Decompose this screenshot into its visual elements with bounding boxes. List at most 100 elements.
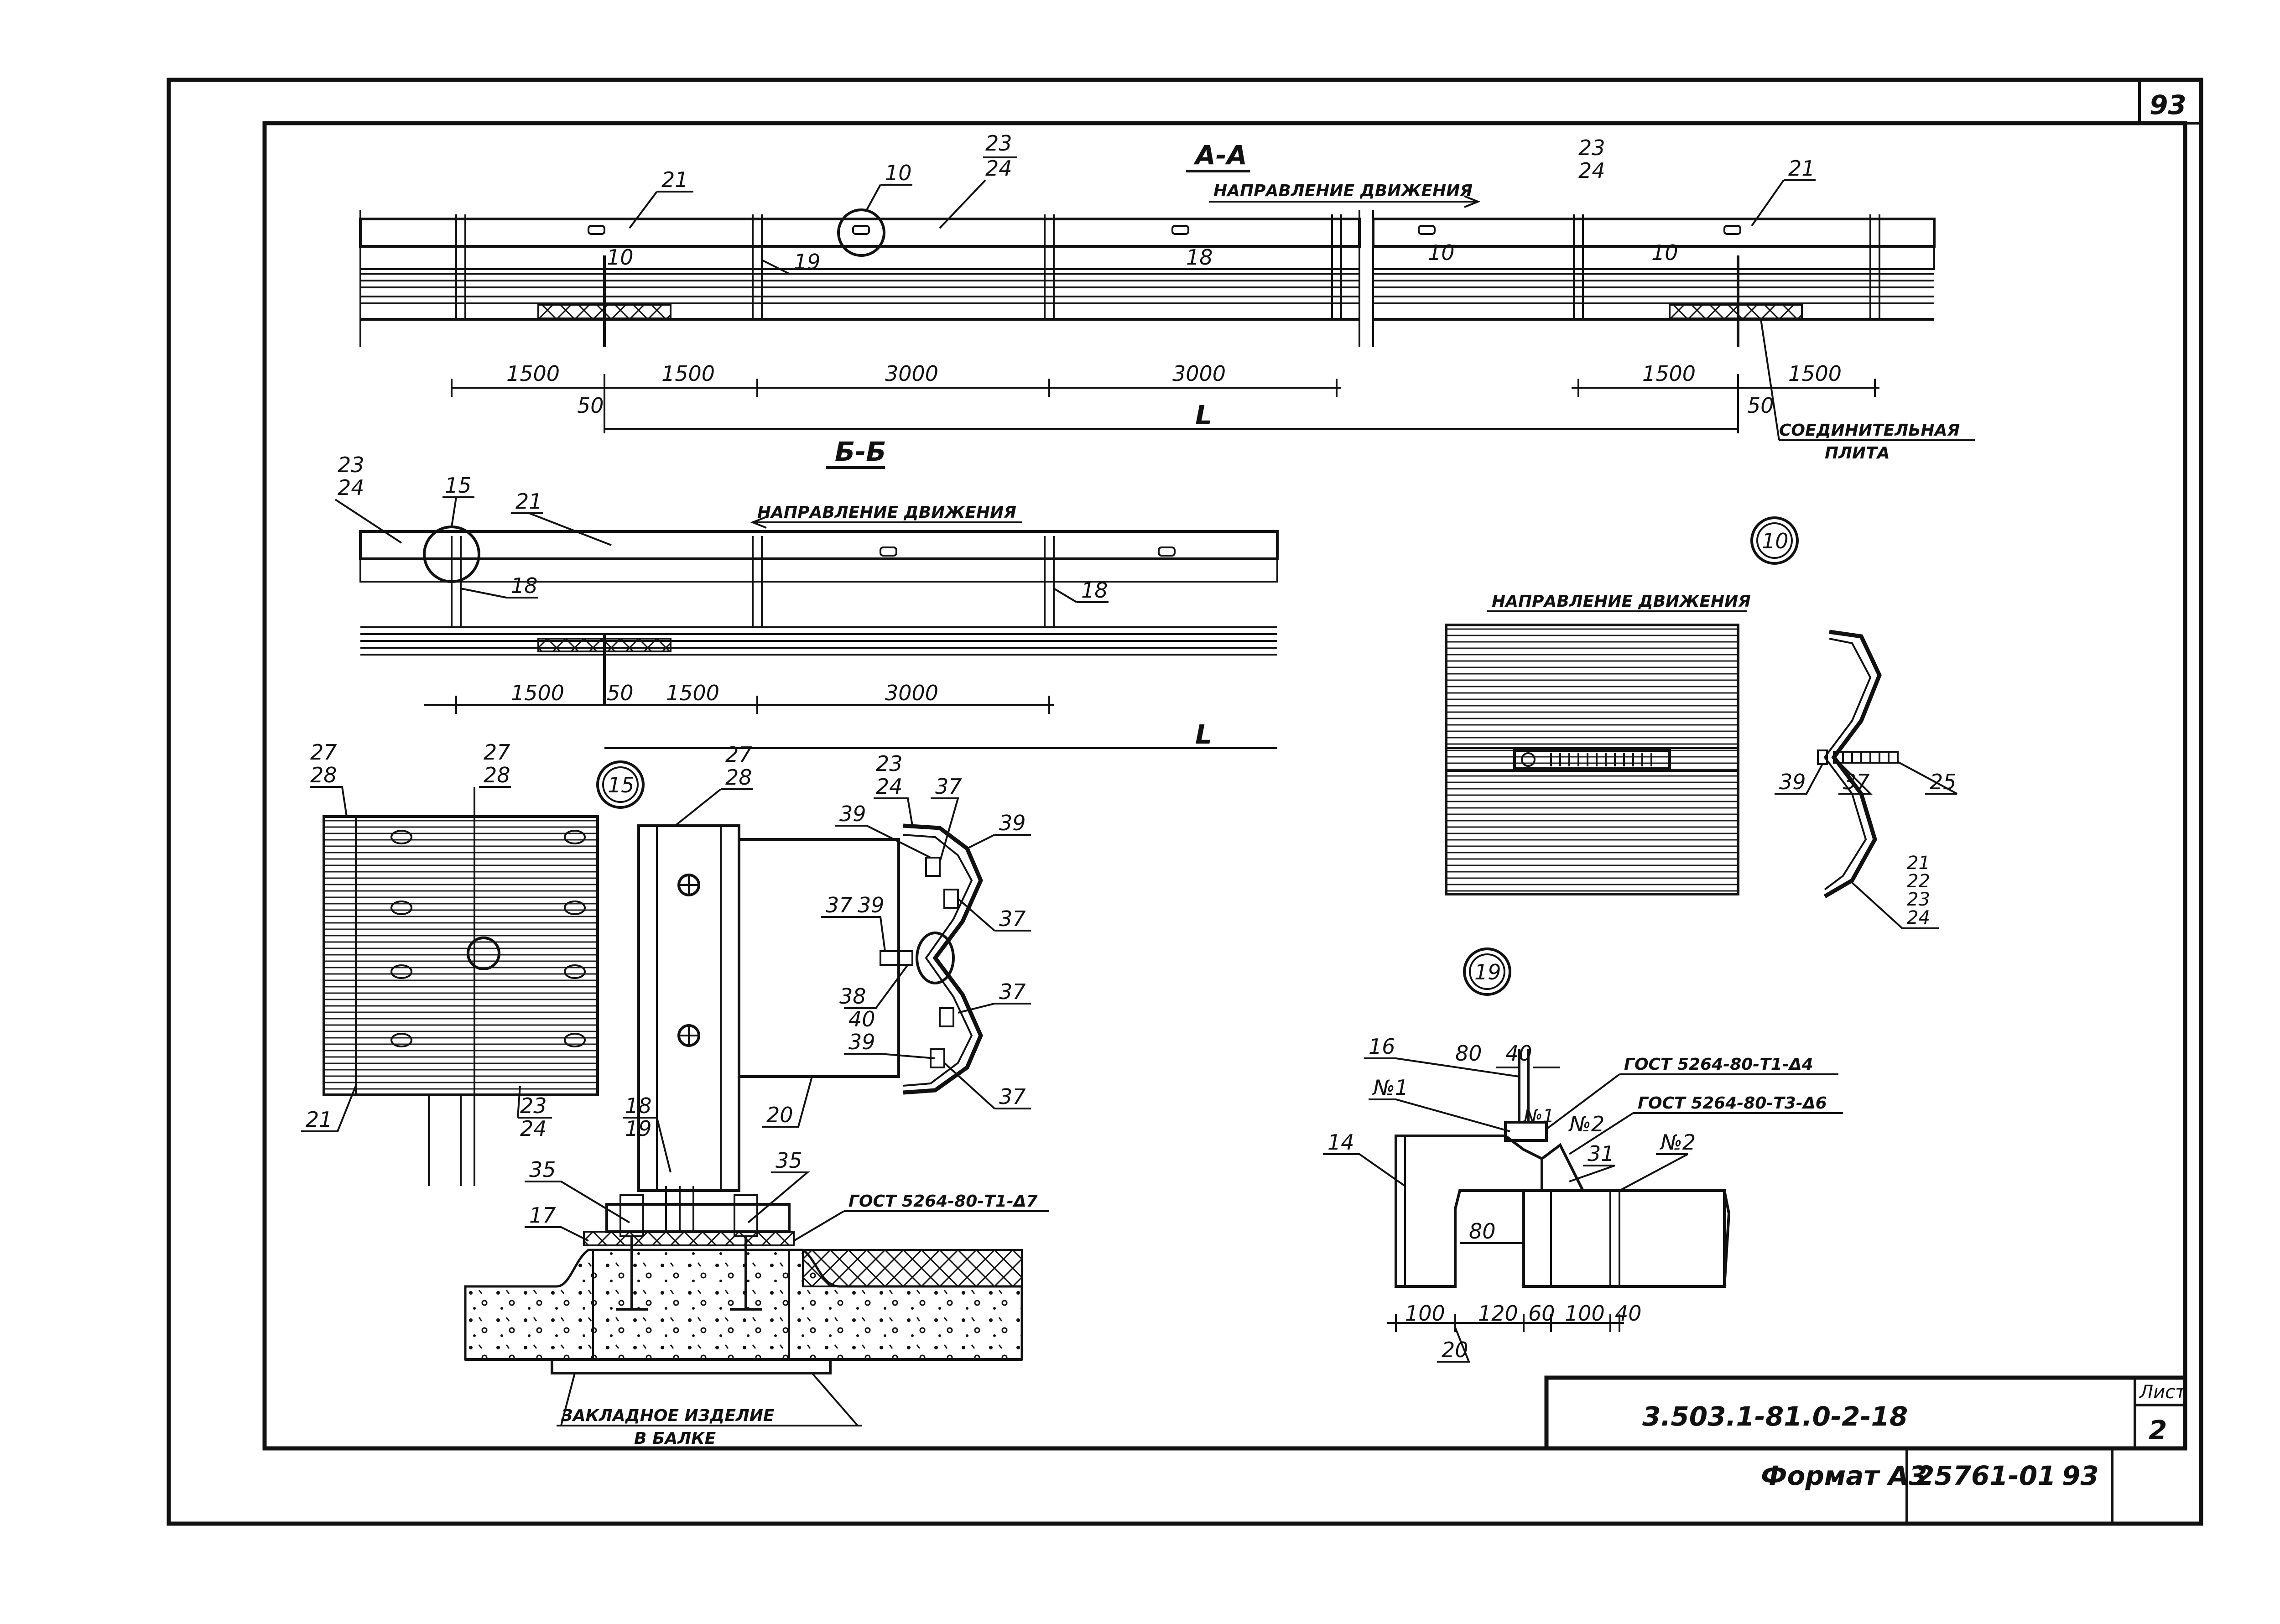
svg-text:16: 16 — [1369, 1034, 1395, 1059]
svg-text:10: 10 — [1762, 529, 1789, 553]
svg-text:100: 100 — [1405, 1301, 1445, 1326]
aa-right-joint-plate — [1669, 304, 1803, 319]
node-15-marker — [596, 760, 645, 809]
svg-text:10: 10 — [1651, 240, 1678, 265]
svg-text:1500: 1500 — [1642, 361, 1696, 386]
svg-text:23: 23 — [1578, 135, 1605, 160]
node-15-bracket — [738, 838, 900, 1078]
node-10-profile — [1823, 630, 1882, 898]
svg-text:21: 21 — [306, 1107, 333, 1132]
svg-text:№2: №2 — [1568, 1112, 1604, 1136]
svg-text:37: 37 — [935, 774, 962, 799]
svg-text:ГОСТ 5264-80-Т1-Δ4: ГОСТ 5264-80-Т1-Δ4 — [1624, 1055, 1813, 1074]
designation: 3.503.1-81.0-2-18 — [1642, 1401, 1908, 1432]
svg-text:39: 39 — [858, 893, 885, 917]
svg-text:50: 50 — [1747, 393, 1774, 418]
svg-text:№1: №1 — [1523, 1106, 1554, 1127]
svg-text:39: 39 — [848, 1030, 875, 1054]
svg-text:15: 15 — [445, 473, 472, 498]
svg-text:39: 39 — [1779, 770, 1806, 794]
svg-text:38: 38 — [839, 984, 866, 1009]
svg-text:21: 21 — [661, 167, 688, 192]
svg-text:14: 14 — [1327, 1130, 1354, 1155]
svg-text:35: 35 — [529, 1157, 556, 1182]
svg-text:23: 23 — [338, 453, 364, 477]
svg-text:10: 10 — [607, 245, 634, 270]
svg-text:40: 40 — [848, 1007, 875, 1031]
svg-text:31: 31 — [1588, 1141, 1614, 1166]
svg-text:39: 39 — [839, 802, 866, 826]
bb-rail — [359, 530, 1279, 560]
section-bb-title: Б-Б — [835, 436, 886, 467]
svg-text:21: 21 — [1907, 853, 1930, 874]
svg-text:24: 24 — [1907, 907, 1930, 928]
svg-text:L: L — [1195, 719, 1212, 750]
sheet-label: Лист — [2139, 1382, 2186, 1403]
svg-text:ГОСТ 5264-80-Т3-Δ6: ГОСТ 5264-80-Т3-Δ6 — [1638, 1094, 1827, 1113]
section-aa: А-А НАПРАВЛЕНИЕ ДВИЖЕНИЯ 1500 — [359, 131, 1975, 463]
svg-text:24: 24 — [520, 1116, 547, 1141]
svg-text:1500: 1500 — [511, 681, 564, 705]
svg-text:50: 50 — [607, 681, 634, 705]
svg-text:20: 20 — [766, 1103, 793, 1127]
svg-text:10: 10 — [885, 161, 912, 185]
svg-text:10: 10 — [1428, 240, 1455, 265]
svg-text:18: 18 — [1081, 578, 1108, 603]
svg-text:19: 19 — [794, 250, 821, 274]
svg-text:17: 17 — [529, 1203, 556, 1228]
svg-text:28: 28 — [484, 763, 510, 787]
svg-text:18: 18 — [511, 573, 538, 598]
svg-text:НАПРАВЛЕНИЕ ДВИЖЕНИЯ: НАПРАВЛЕНИЕ ДВИЖЕНИЯ — [1492, 592, 1751, 611]
svg-text:ЗАКЛАДНОЕ ИЗДЕЛИЕ: ЗАКЛАДНОЕ ИЗДЕЛИЕ — [561, 1406, 775, 1425]
section-aa-direction: НАПРАВЛЕНИЕ ДВИЖЕНИЯ — [1213, 182, 1473, 200]
format-label: Формат А3 — [1761, 1460, 1927, 1491]
svg-text:21: 21 — [1788, 156, 1815, 181]
svg-text:3000: 3000 — [1172, 361, 1226, 386]
svg-text:28: 28 — [310, 763, 337, 787]
svg-text:24: 24 — [338, 475, 364, 500]
svg-text:27: 27 — [310, 740, 337, 765]
svg-text:60: 60 — [1528, 1301, 1555, 1326]
page-number-box — [2138, 78, 2202, 125]
svg-text:В БАЛКЕ: В БАЛКЕ — [634, 1429, 716, 1448]
node-19-curb — [1395, 1135, 1543, 1288]
svg-text:27: 27 — [725, 742, 752, 767]
section-aa-title: А-А — [1193, 140, 1247, 171]
outer-frame — [167, 78, 2203, 1526]
svg-text:35: 35 — [776, 1148, 802, 1173]
svg-text:3000: 3000 — [885, 681, 938, 705]
svg-text:37: 37 — [826, 893, 853, 917]
svg-text:120: 120 — [1478, 1301, 1518, 1326]
archive-page: 93 — [2062, 1460, 2099, 1491]
svg-text:19: 19 — [625, 1116, 652, 1141]
archive-number: 25761-01 — [1916, 1460, 2056, 1491]
svg-text:27: 27 — [484, 740, 510, 765]
svg-text:24: 24 — [985, 156, 1012, 181]
node-10: 10 НАПРАВЛЕНИЕ ДВИЖЕНИЯ 39 37 25 21 22 2… — [1445, 516, 1957, 929]
svg-text:№1: №1 — [1372, 1075, 1408, 1100]
svg-text:28: 28 — [725, 765, 752, 790]
node-10-marker — [1750, 516, 1799, 565]
svg-text:L: L — [1195, 400, 1212, 431]
node-10-plate — [1445, 624, 1739, 895]
svg-text:18: 18 — [625, 1093, 652, 1118]
sheet-number: 2 — [2149, 1415, 2167, 1446]
aa-node10-marker — [837, 208, 885, 257]
svg-text:ПЛИТА: ПЛИТА — [1825, 444, 1890, 463]
svg-text:1500: 1500 — [666, 681, 719, 705]
svg-text:21: 21 — [515, 489, 542, 514]
svg-text:18: 18 — [1186, 245, 1213, 270]
node-15-profile — [903, 823, 983, 1095]
svg-text:1500: 1500 — [1788, 361, 1842, 386]
svg-text:№2: №2 — [1659, 1130, 1696, 1155]
svg-text:40: 40 — [1615, 1301, 1642, 1326]
title-block: 3.503.1-81.0-2-18 Лист 2 Формат А3 25761… — [1544, 1375, 2187, 1524]
svg-text:23: 23 — [520, 1093, 547, 1118]
svg-text:24: 24 — [876, 774, 903, 799]
node-19: 19 16 80 40 ГОСТ 5264-80-Т1-Δ4 ГОСТ 5264… — [1323, 947, 1843, 1363]
svg-text:19: 19 — [1474, 960, 1501, 984]
svg-text:23: 23 — [985, 131, 1012, 156]
page-number: 93 — [2150, 89, 2186, 120]
svg-text:37: 37 — [999, 906, 1026, 931]
